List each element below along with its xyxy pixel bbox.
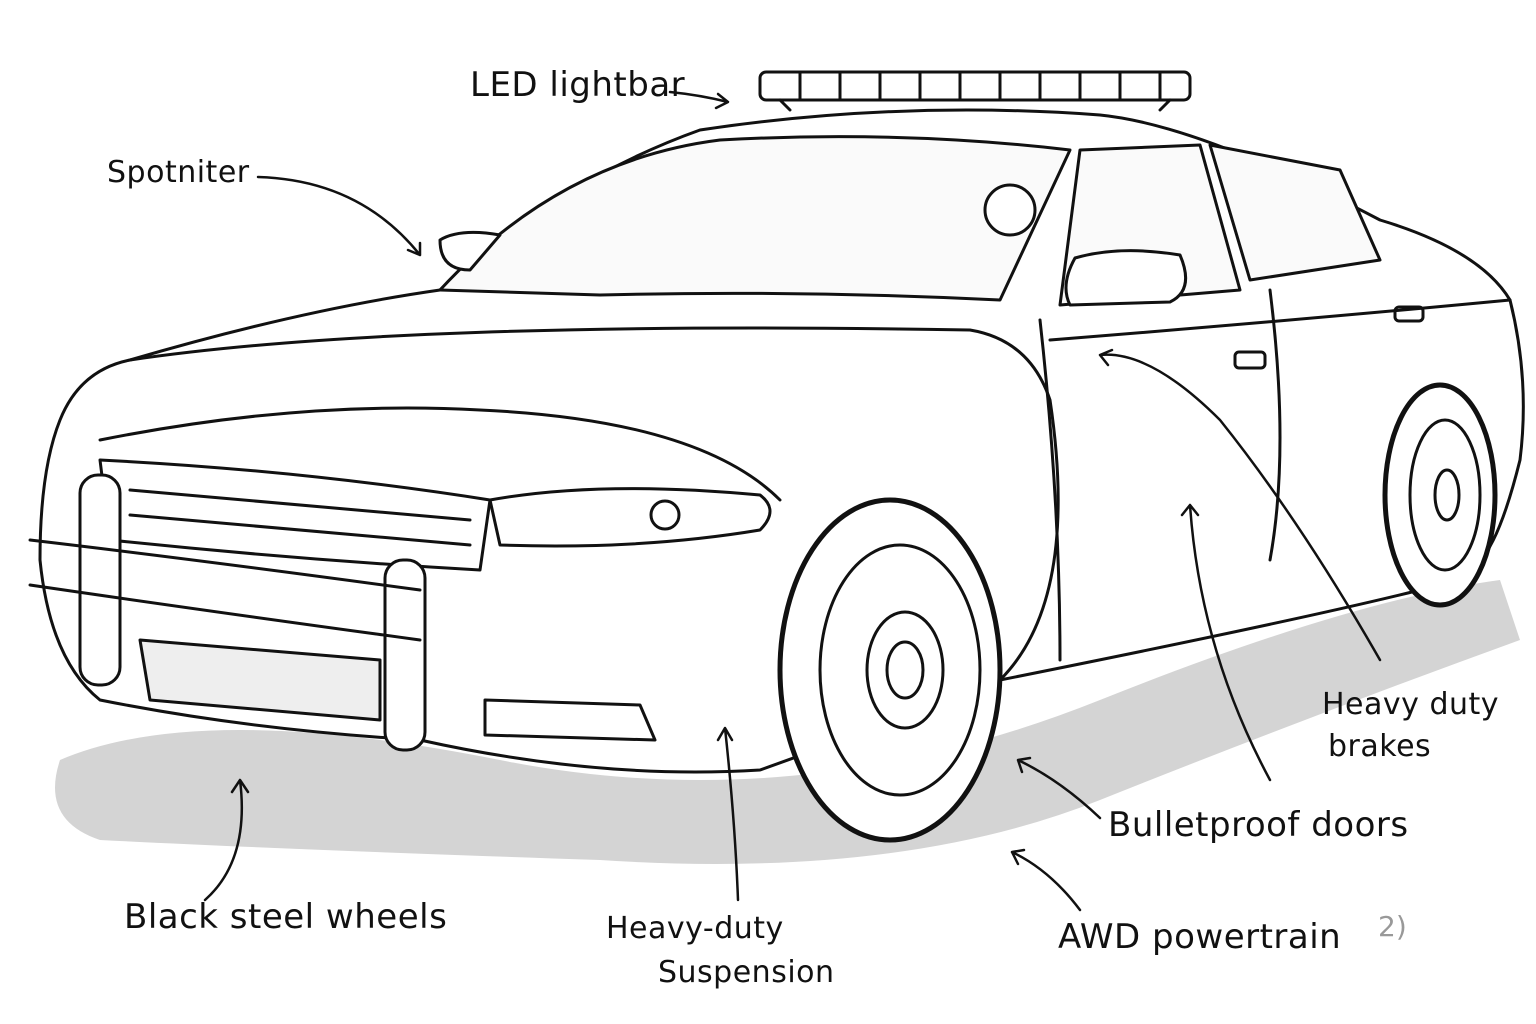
label-led-lightbar: LED lightbar xyxy=(470,65,686,105)
lightbar xyxy=(758,70,1192,112)
label-suspension-line2: Suspension xyxy=(658,955,835,990)
callout-arrows xyxy=(203,90,1382,912)
headlight xyxy=(488,487,772,548)
label-heavy-duty-brakes-line1: Heavy duty xyxy=(1322,687,1500,722)
ground-shadow xyxy=(55,580,1520,864)
label-spotlight: Spotniter xyxy=(107,155,250,190)
label-suspension-line1: Heavy-duty xyxy=(606,911,784,946)
push-bar xyxy=(78,473,122,687)
rear-wheel xyxy=(1382,382,1498,608)
grille xyxy=(98,458,492,572)
label-heavy-duty-brakes-line2: brakes xyxy=(1328,729,1432,764)
front-wheel xyxy=(777,497,1003,843)
label-awd-powertrain: AWD powertrain xyxy=(1058,917,1342,957)
label-black-steel-wheels: Black steel wheels xyxy=(124,897,448,937)
page-mark: 2) xyxy=(1378,910,1407,943)
label-bulletproof-doors: Bulletproof doors xyxy=(1108,805,1409,845)
